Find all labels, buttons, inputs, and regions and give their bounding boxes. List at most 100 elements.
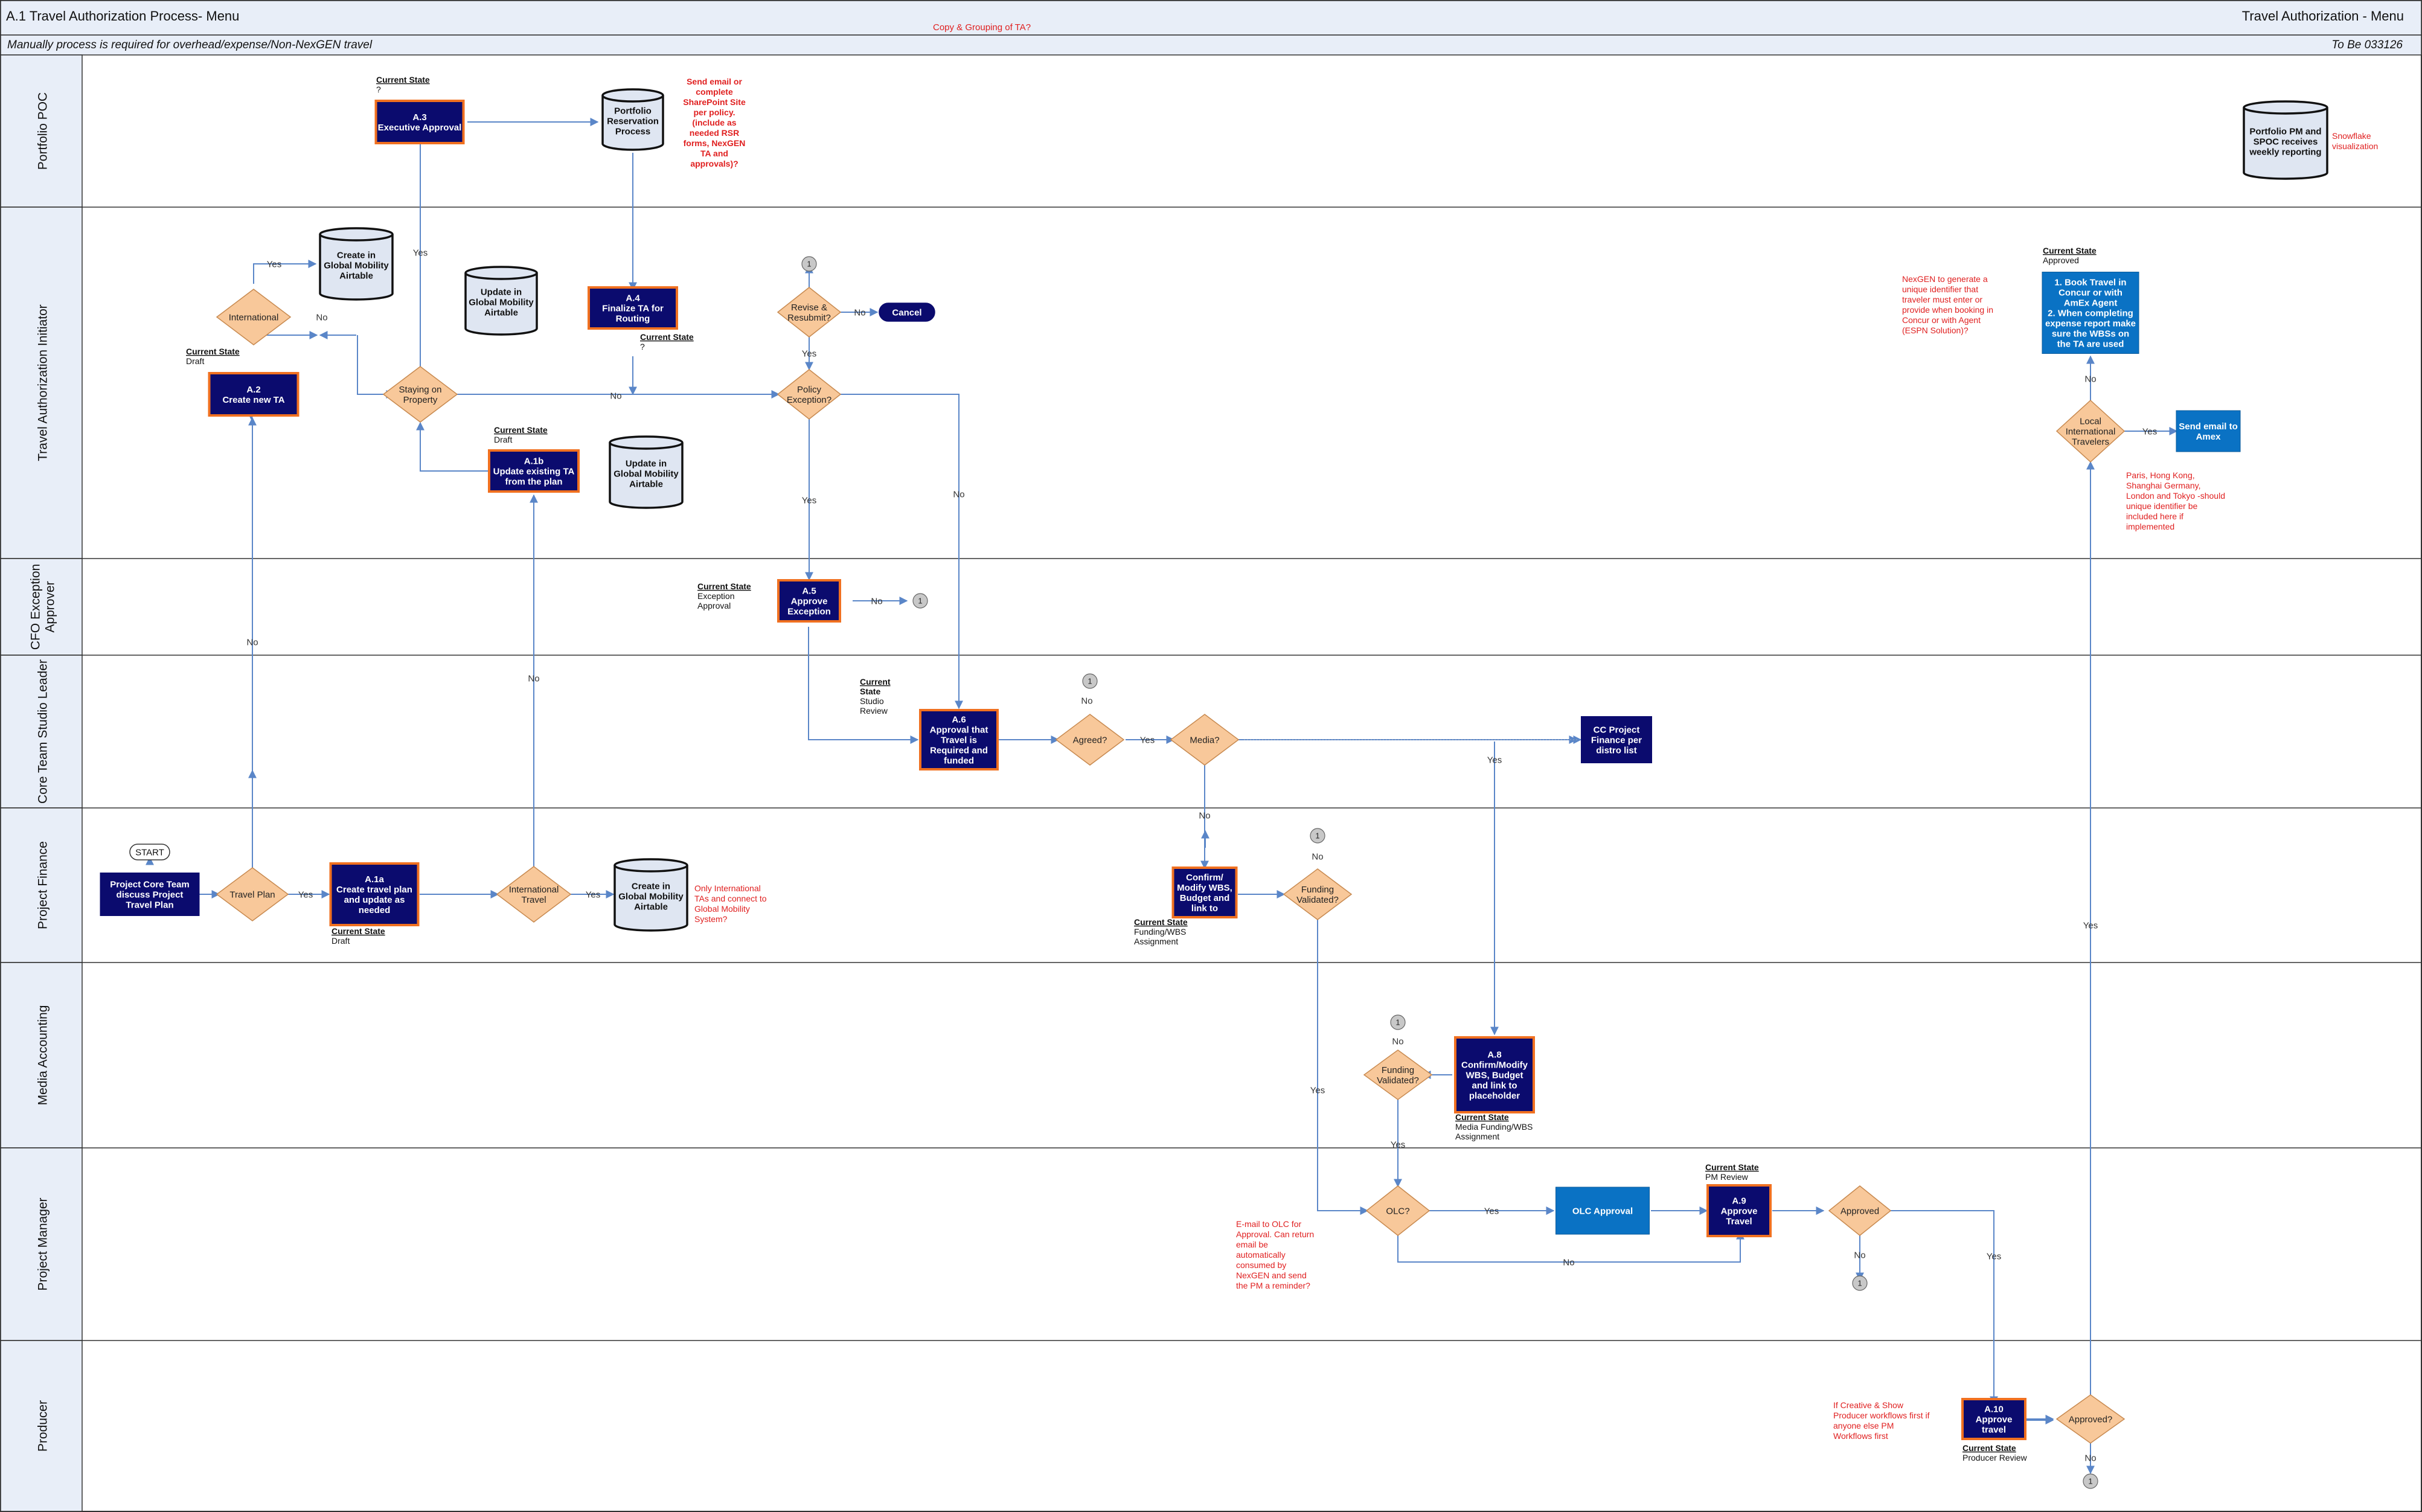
yes-label: Yes <box>1987 1251 2001 1261</box>
decision-label-revise: Revise &Resubmit? <box>787 303 831 323</box>
start-start[interactable]: START <box>129 844 170 860</box>
decision-label-approved_prod: Approved? <box>2069 1414 2113 1424</box>
no-label: No <box>610 391 621 401</box>
current-state-value: PM Review <box>1705 1172 1749 1182</box>
current-state-heading: Current State <box>1962 1443 2016 1453</box>
yes-label: Yes <box>267 259 281 269</box>
off-page-connector[interactable]: 1 <box>801 256 817 272</box>
no-label: No <box>316 312 327 322</box>
connector-number: 1 <box>1315 831 1319 841</box>
current-state-heading: Current State <box>1455 1112 1509 1122</box>
decision-approved_prod[interactable]: Approved? <box>2055 1394 2126 1444</box>
off-page-connector[interactable]: 1 <box>1082 673 1098 689</box>
decision-travel_plan[interactable]: Travel Plan <box>216 867 289 921</box>
current-state-value: ? <box>640 342 645 351</box>
decision-label-agreed: Agreed? <box>1073 735 1107 745</box>
yes-label: Yes <box>1487 755 1502 765</box>
off-page-connector[interactable]: 1 <box>1390 1014 1406 1030</box>
decision-agreed[interactable]: Agreed? <box>1055 714 1125 766</box>
off-page-connector[interactable]: 1 <box>912 593 928 609</box>
lane-label-text: Travel Authorization Initiator <box>36 304 50 461</box>
terminator-cancel[interactable]: Cancel <box>879 303 935 322</box>
decision-approved_pm[interactable]: Approved <box>1828 1185 1892 1236</box>
lane-label-text: Producer <box>36 1400 50 1452</box>
yes-label: Yes <box>1140 735 1155 745</box>
lane-label: Travel Authorization Initiator <box>36 304 50 461</box>
process-box-olc_approval[interactable]: OLC Approval <box>1555 1187 1650 1235</box>
lane-header <box>0 962 83 1148</box>
yes-label: Yes <box>2142 426 2157 437</box>
current-state-heading: Current State <box>494 425 548 435</box>
current-state-heading: Current State <box>186 347 240 356</box>
current-state-value: Draft <box>186 356 204 366</box>
off-page-connector[interactable]: 1 <box>2083 1473 2098 1489</box>
yes-label: Yes <box>2083 920 2098 931</box>
decision-international_1[interactable]: International <box>216 289 292 345</box>
current-state-value: Draft <box>332 936 350 946</box>
lane-label: CFO ExceptionApprover <box>28 564 57 650</box>
decision-revise[interactable]: Revise &Resubmit? <box>777 287 842 338</box>
lane-label-text: Media Accounting <box>36 1005 50 1106</box>
process-label-olc_approval: OLC Approval <box>1572 1206 1633 1216</box>
terminator-label-start: START <box>135 847 164 857</box>
copy-grouping-note: Copy & Grouping of TA? <box>933 22 1031 33</box>
off-page-connector[interactable]: 1 <box>1852 1275 1868 1291</box>
current-state-heading: Current State <box>332 926 385 936</box>
lane-header <box>0 807 83 963</box>
lane-header <box>0 54 83 208</box>
off-page-connector[interactable]: 1 <box>1310 828 1325 844</box>
subtitle-bar <box>0 34 2422 56</box>
decision-olc[interactable]: OLC? <box>1365 1185 1430 1236</box>
yes-label: Yes <box>1484 1206 1499 1216</box>
lane-label-text: Project Finance <box>36 841 50 929</box>
current-state-heading: Current State <box>2043 246 2097 255</box>
flow-connector <box>357 335 395 399</box>
decision-media[interactable]: Media? <box>1170 714 1240 766</box>
subtitle: Manually process is required for overhea… <box>7 39 373 51</box>
